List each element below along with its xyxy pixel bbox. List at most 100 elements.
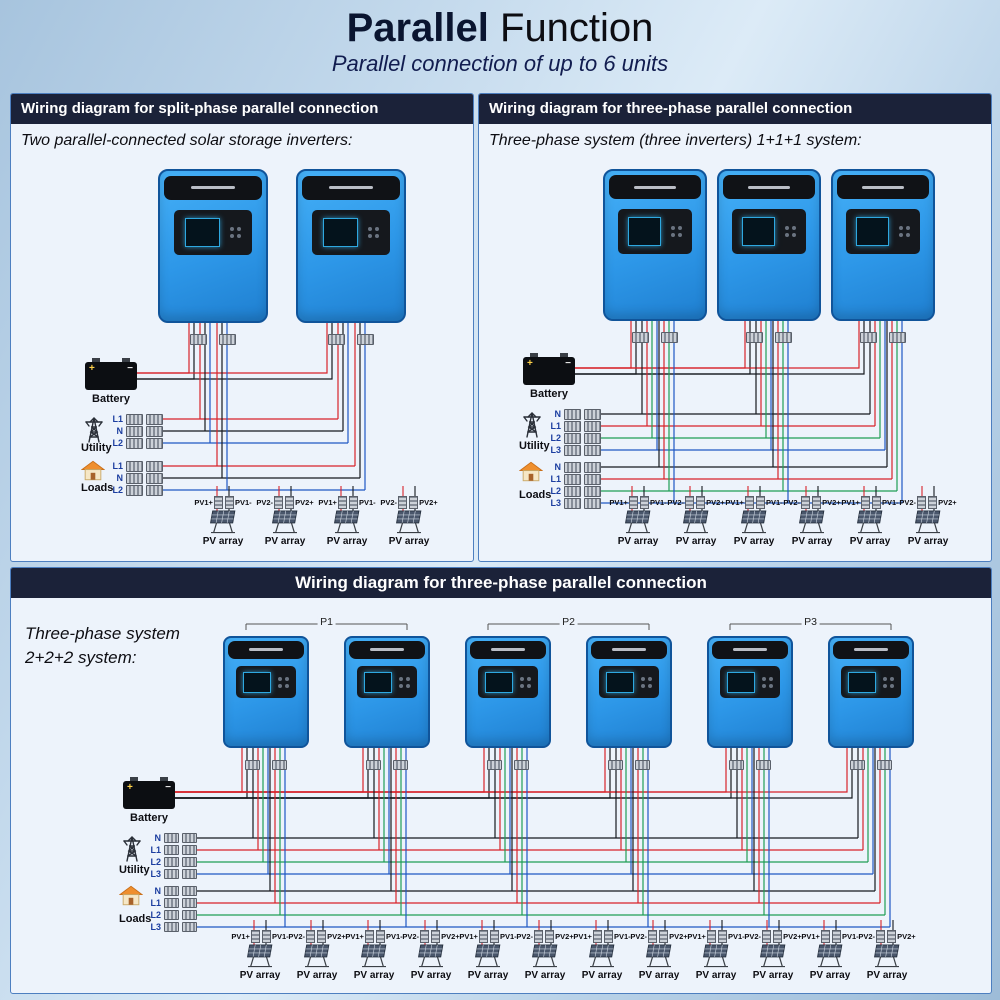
pv-array-label: PV array: [264, 536, 306, 547]
pv-connector-icon: [717, 930, 727, 943]
loads-label: Loads: [81, 481, 114, 494]
pv-terminal-label: PV1+: [231, 932, 250, 941]
solar-panel-icon: [473, 944, 503, 968]
terminal-block-icon: [164, 922, 179, 932]
battery-plus-mark: +: [127, 782, 133, 793]
terminal-block-icon: [182, 833, 197, 843]
inverter-button: [678, 233, 683, 238]
inverter-buttons: [785, 226, 797, 238]
battery-block: + − Battery: [523, 353, 579, 400]
terminal-block-icon: [584, 420, 601, 432]
phase-line: L2: [147, 857, 197, 867]
solar-panel-svg: [247, 944, 273, 968]
solar-panel-svg: [874, 944, 900, 968]
pv-terminal-label: PV2-: [256, 498, 274, 507]
pv-terminals: PV2-PV2+: [899, 496, 957, 509]
terminal-block-icon: [146, 460, 163, 472]
battery-minus-mark: −: [165, 782, 171, 793]
pv-array: PV1+PV1-PV array: [573, 930, 631, 981]
inverter-button: [768, 676, 773, 681]
inverter-front-panel: [723, 175, 815, 200]
solar-panel-icon: [416, 944, 446, 968]
inverter-lcd-display: [184, 218, 220, 247]
phase-label: L3: [550, 498, 561, 508]
pv-terminals: PV2-PV2+: [744, 930, 802, 943]
inverter-button: [671, 233, 676, 238]
pv-connector-icon: [409, 496, 419, 509]
terminal-block-icon: [564, 444, 581, 456]
pv-array: PV2-PV2+PV array: [630, 930, 688, 981]
terminal-block-icon: [245, 760, 260, 770]
pv-terminal-label: PV1-: [358, 498, 376, 507]
pv-array: PV1+PV1-PV array: [231, 930, 289, 981]
phase-group-label-p3: P3: [801, 616, 820, 628]
inverter-buttons: [277, 676, 289, 688]
solar-panel-svg: [475, 944, 501, 968]
battery-label: Battery: [92, 393, 130, 405]
inverter-unit: [717, 169, 821, 343]
phase-label: L1: [112, 461, 123, 471]
pv-terminal-label: PV2+: [419, 498, 438, 507]
terminal-block-icon: [164, 845, 179, 855]
phase-label: L1: [150, 898, 161, 908]
phase-line: L1: [547, 420, 601, 432]
phase-group-label-p2: P2: [559, 616, 578, 628]
solar-panel-svg: [625, 510, 651, 534]
pv-terminals: PV2-PV2+: [783, 496, 841, 509]
inverter-lcd-display: [741, 217, 776, 246]
solar-panel-svg: [915, 510, 941, 534]
inverter-button: [230, 227, 235, 231]
phase-line: L2: [147, 910, 197, 920]
terminal-block-icon: [889, 332, 906, 343]
pv-connector-icon: [917, 496, 927, 509]
inverter-front-panel: [837, 175, 929, 200]
inverter-unit: [296, 169, 406, 345]
inverter-buttons: [671, 226, 683, 238]
inverter-button: [519, 683, 524, 688]
inverter-button: [284, 683, 289, 688]
utility-label: Utility: [519, 440, 550, 452]
pv-connector-icon: [337, 496, 347, 509]
pv-terminals: PV2-PV2+: [288, 930, 346, 943]
inverter-screen: [356, 666, 418, 699]
inverter-button: [889, 676, 894, 681]
inverter-logo: [747, 185, 791, 189]
phase-label: L2: [112, 485, 123, 495]
inverter-button: [375, 234, 380, 238]
terminal-block-icon: [584, 485, 601, 497]
pv-terminal-label: PV1+: [687, 932, 706, 941]
terminal-block-icon: [146, 472, 163, 484]
page-subtitle: Parallel connection of up to 6 units: [331, 51, 669, 76]
panel-three-phase-111: Wiring diagram for three-phase parallel …: [478, 93, 992, 562]
phase-label: L2: [550, 433, 561, 443]
inverter-row: [223, 636, 914, 770]
inverter-logo: [248, 648, 284, 652]
inverter-screen: [235, 666, 297, 699]
terminal-block-icon: [564, 432, 581, 444]
inverter-unit: [465, 636, 551, 770]
solar-panel-icon: [623, 510, 653, 534]
pv-terminal-label: PV2+: [938, 498, 957, 507]
inverter-logo: [328, 186, 374, 189]
pv-terminal-label: PV2+: [327, 932, 346, 941]
inverter-front-panel: [591, 641, 667, 659]
phase-line: L1: [547, 473, 601, 485]
terminal-block-icon: [357, 334, 374, 345]
pv-array-label: PV array: [617, 536, 659, 547]
inverter-button: [237, 227, 242, 231]
inverter-terminal-blocks: [860, 332, 906, 343]
terminal-block-icon: [272, 760, 287, 770]
utility-label: Utility: [119, 864, 150, 876]
panel-header: Wiring diagram for split-phase parallel …: [11, 94, 473, 124]
pv-terminal-label: PV2+: [706, 498, 725, 507]
pv-terminal-label: PV2-: [667, 498, 685, 507]
terminal-block-icon: [182, 845, 197, 855]
inverter-button: [368, 227, 373, 231]
terminal-block-icon: [190, 334, 207, 345]
inverter-logo: [190, 186, 236, 189]
inverter-buttons: [230, 227, 242, 238]
pv-terminals: PV1+PV1-: [318, 496, 376, 509]
